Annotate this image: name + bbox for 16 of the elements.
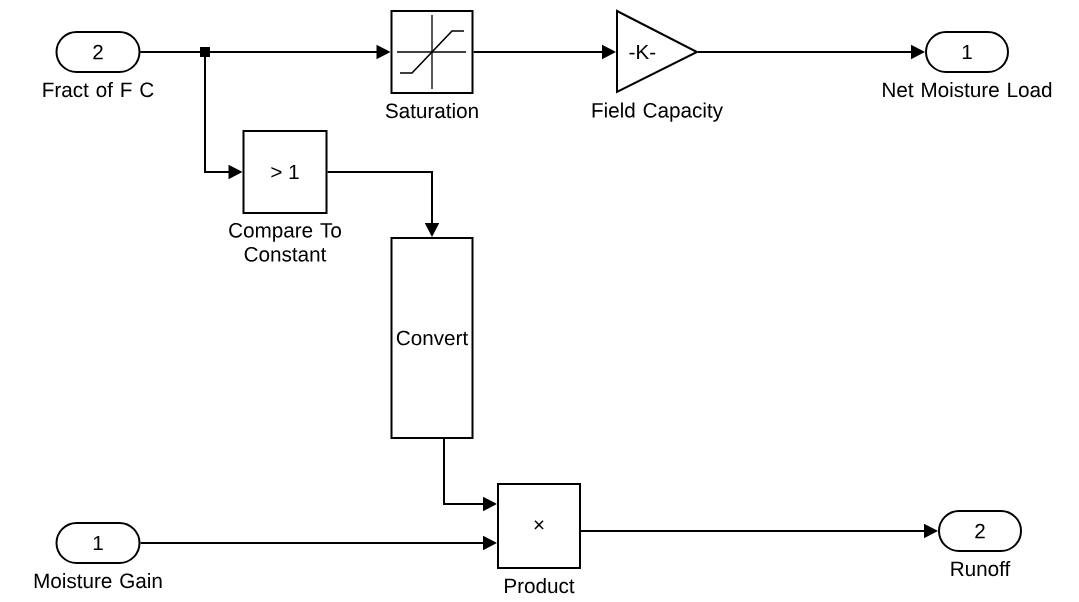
block: > 1 bbox=[242, 130, 328, 214]
block: × bbox=[497, 483, 581, 569]
block-label: Compare To Constant bbox=[229, 223, 341, 262]
port-block: 2 bbox=[938, 510, 1022, 552]
block-label: Runoff bbox=[951, 561, 1011, 577]
block-label: Field Capacity bbox=[592, 102, 723, 122]
block: Convert bbox=[390, 237, 474, 439]
port-block: 2 bbox=[55, 31, 141, 73]
block-label: Fract of F C bbox=[43, 82, 154, 98]
block-label: Product bbox=[505, 578, 575, 594]
block-label: Moisture Gain bbox=[34, 573, 162, 589]
block-label: Saturation bbox=[385, 103, 478, 119]
port-block: 1 bbox=[925, 31, 1009, 73]
port-block: 1 bbox=[55, 522, 141, 564]
saturation-block bbox=[390, 10, 474, 94]
block-label: Net Moisture Load bbox=[883, 82, 1052, 98]
